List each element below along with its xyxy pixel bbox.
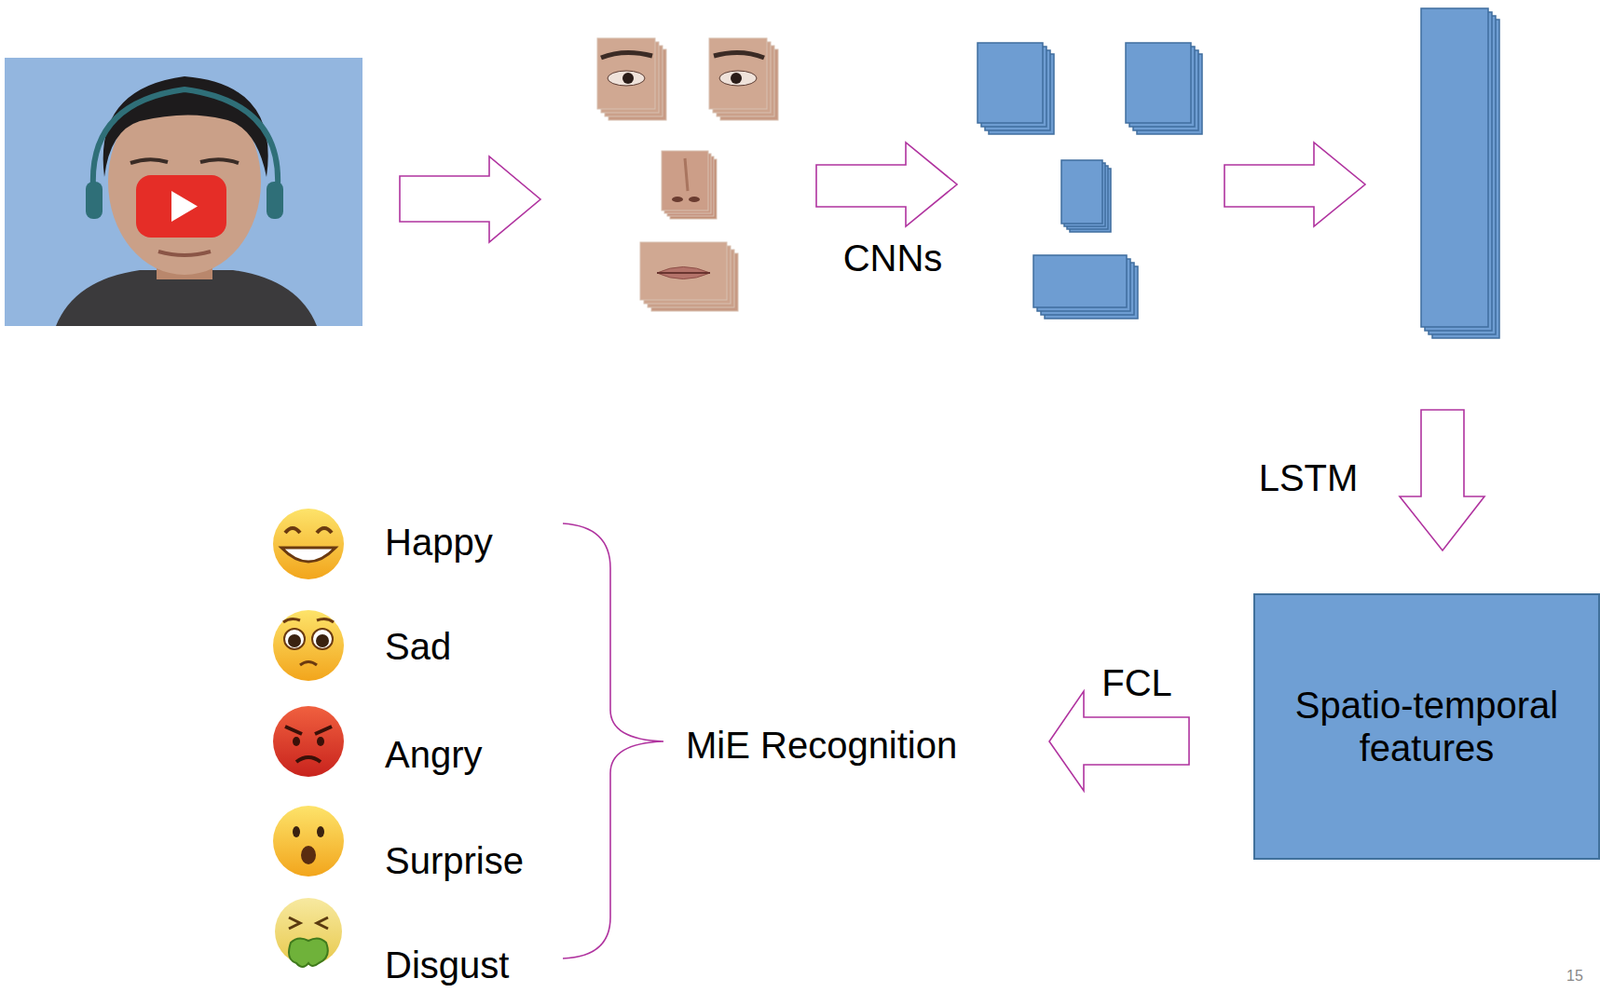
emotion-label: Sad (384, 626, 452, 668)
step-label: CNNs (843, 237, 944, 279)
brace (562, 523, 664, 959)
feature-box: Spatio-temporal features (1253, 593, 1600, 861)
emoji-surprise (273, 806, 344, 877)
emotion-label: Happy (384, 521, 493, 563)
emoji-angry (273, 706, 344, 778)
emotion-label: Surprise (384, 840, 524, 882)
box-text: Spatio-temporal features (1271, 683, 1582, 770)
face-crops (597, 38, 779, 312)
video-frame (4, 57, 363, 327)
page-number: 15 (1566, 968, 1584, 985)
emotion-label: Disgust (384, 944, 509, 986)
emoji-disgust (274, 898, 342, 968)
emoji-sad (273, 610, 344, 682)
emoji-happy (273, 508, 344, 580)
emotion-label: Angry (384, 734, 483, 776)
step-label: LSTM (1258, 457, 1359, 499)
feature-maps (977, 8, 1500, 339)
output-label: MiE Recognition (685, 724, 958, 766)
step-label: FCL (1101, 662, 1173, 704)
